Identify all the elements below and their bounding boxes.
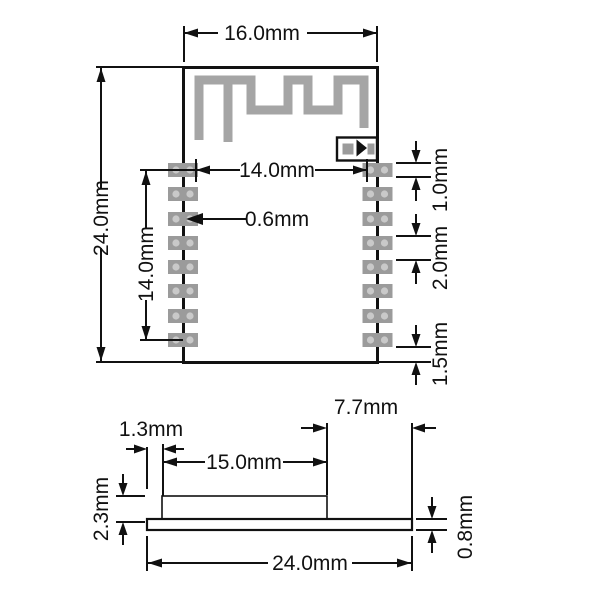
dim-bottom-margin: 1.5mm	[378, 322, 452, 386]
dim-right-offset-label: 7.7mm	[334, 396, 398, 419]
antenna-trace	[194, 75, 369, 142]
dim-shield-width-label: 15.0mm	[206, 451, 282, 474]
dim-board-width-label: 16.0mm	[224, 22, 300, 45]
top-view: 16.0mm 24.0mm 14.0mm 14.0mm 0.6mm	[90, 22, 452, 386]
shield-outline	[161, 495, 328, 520]
dim-hole-diameter: 0.6mm	[186, 208, 309, 231]
pcb-outline	[145, 517, 414, 532]
dim-pad-row-span-label: 14.0mm	[239, 159, 315, 182]
dim-pcb-thickness: 0.8mm	[416, 495, 477, 559]
dim-shield-height: 2.3mm	[90, 474, 145, 545]
antenna-meander-path	[194, 75, 369, 140]
dim-pad-width-label: 1.0mm	[429, 148, 452, 212]
dim-pad-col-span: 14.0mm	[135, 170, 183, 341]
feed-arrow-icon	[356, 139, 367, 157]
dim-hole-diameter-label: 0.6mm	[245, 208, 309, 231]
dim-total-width: 24.0mm	[146, 536, 413, 575]
dim-pad-width: 1.0mm	[396, 141, 452, 212]
dim-bottom-margin-label: 1.5mm	[429, 322, 452, 386]
dim-board-height: 24.0mm	[90, 66, 183, 363]
feed-pad-left	[342, 143, 354, 155]
dim-right-offset: 7.7mm	[301, 396, 436, 518]
dim-shield-height-label: 2.3mm	[90, 477, 113, 541]
feed-component	[335, 136, 379, 162]
dim-pad-row-span: 14.0mm	[140, 159, 368, 182]
dim-board-width: 16.0mm	[183, 22, 378, 62]
side-view: 1.3mm 15.0mm 7.7mm 2.3mm 0.8	[90, 396, 477, 575]
dim-pcb-thickness-label: 0.8mm	[454, 495, 477, 559]
dim-board-height-label: 24.0mm	[90, 180, 113, 256]
dim-pad-col-span-label: 14.0mm	[135, 226, 158, 302]
dim-left-offset-label: 1.3mm	[119, 418, 183, 441]
dim-pad-pitch-label: 2.0mm	[429, 226, 452, 290]
dim-pad-pitch: 2.0mm	[396, 214, 452, 290]
dim-shield-width: 15.0mm	[163, 451, 327, 474]
dim-left-offset: 1.3mm	[119, 418, 184, 496]
dim-total-width-label: 24.0mm	[272, 552, 348, 575]
module-outline	[182, 66, 379, 364]
feed-pad-right	[367, 143, 375, 155]
